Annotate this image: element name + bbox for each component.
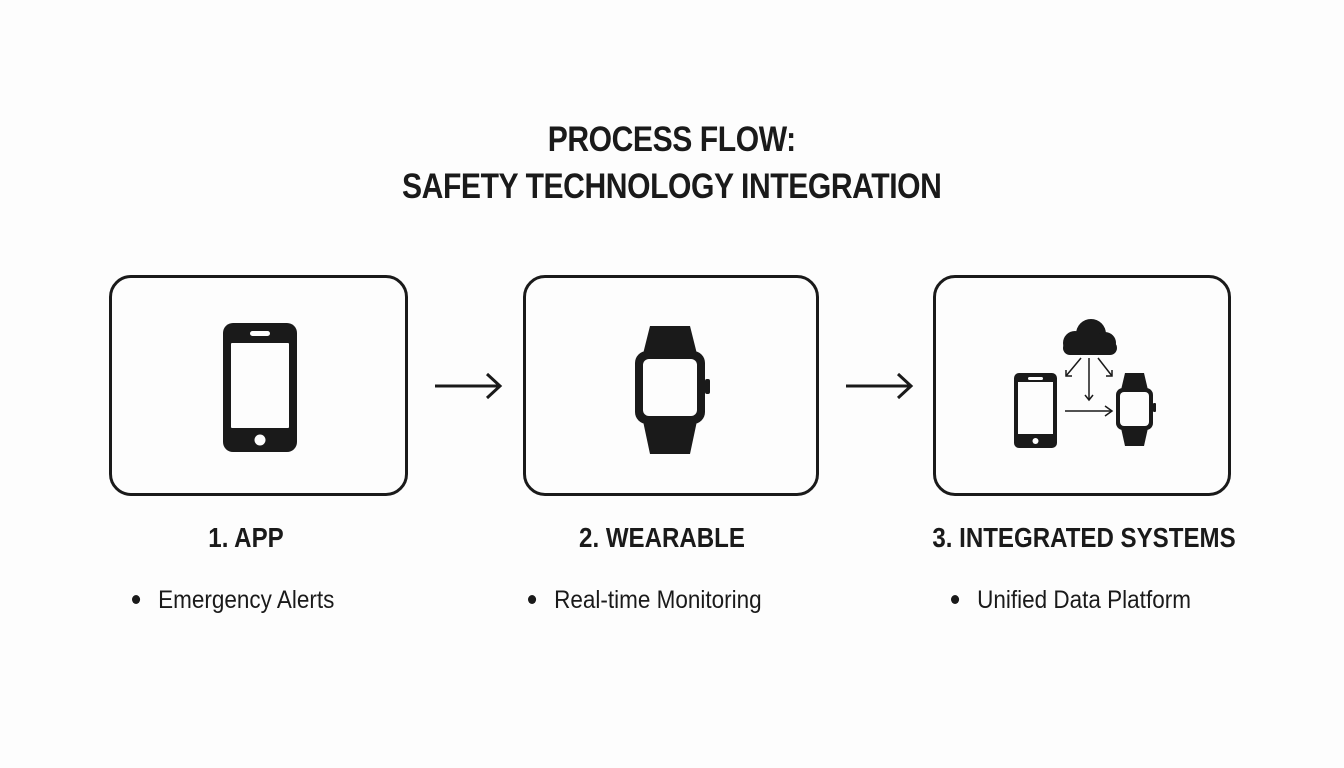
arrow-right-icon <box>846 372 914 400</box>
step-1-label: 1. APP <box>208 522 284 553</box>
bullet-dot-icon <box>528 594 537 604</box>
bullet-dot-icon <box>951 594 960 604</box>
cloud-icon <box>1063 319 1117 355</box>
bullet-dot-icon <box>132 594 141 604</box>
step-2-box <box>523 275 819 496</box>
step-2-bullet-text: Real-time Monitoring <box>554 586 762 614</box>
smartphone-icon <box>1014 373 1057 448</box>
step-3-bullet: Unified Data Platform <box>951 583 1191 617</box>
smartwatch-icon <box>1116 373 1156 446</box>
step-2-bullet: Real-time Monitoring <box>528 583 762 617</box>
step-3-label: 3. INTEGRATED SYSTEMS <box>932 522 1236 553</box>
title-line-2: SAFETY TECHNOLOGY INTEGRATION <box>402 167 942 206</box>
title-line-1: PROCESS FLOW: <box>547 120 796 159</box>
step-2-label: 2. WEARABLE <box>579 522 745 553</box>
arrow-right-icon <box>435 372 503 400</box>
diagram-title: PROCESS FLOW: SAFETY TECHNOLOGY INTEGRAT… <box>94 116 1250 210</box>
integrated-systems-icon <box>1014 319 1156 448</box>
smartwatch-icon <box>635 326 710 454</box>
step-3-bullet-text: Unified Data Platform <box>977 586 1191 614</box>
smartphone-icon <box>223 323 297 452</box>
step-1-bullet: Emergency Alerts <box>132 583 334 617</box>
step-3-box <box>933 275 1231 496</box>
step-1-bullet-text: Emergency Alerts <box>158 586 335 614</box>
step-1-box <box>109 275 408 496</box>
